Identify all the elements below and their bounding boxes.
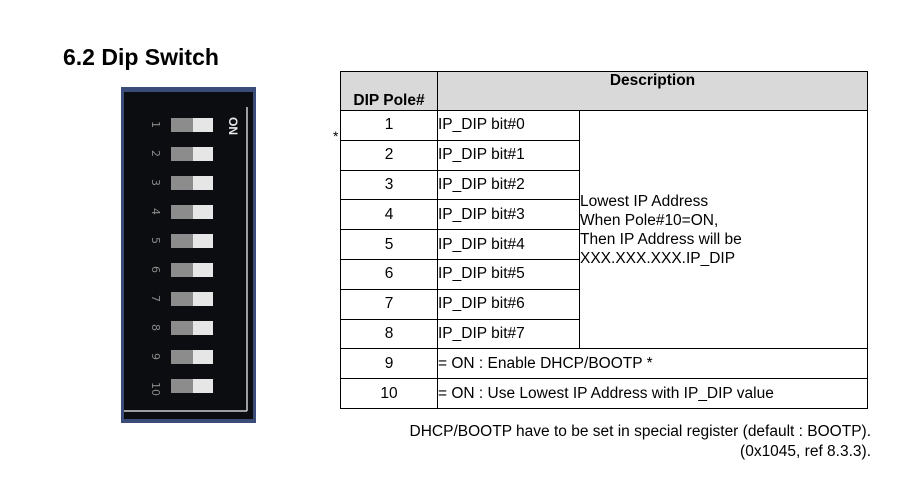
pole-number: 10: [340, 378, 438, 409]
asterisk-mark: *: [333, 128, 339, 144]
footnote-line-2: (0x1045, ref 8.3.3).: [740, 443, 871, 460]
pole-number: 9: [340, 348, 438, 380]
dip-pole-slider: [193, 292, 213, 306]
dip-switch-image: ON 1 2 3 4 5 6 7 8 9 10: [121, 87, 256, 423]
table-row: 9= ON : Enable DHCP/BOOTP *: [340, 348, 868, 380]
pole-bit: IP_DIP bit#0: [437, 110, 580, 141]
header-description: Description: [437, 71, 868, 111]
pole-bit: IP_DIP bit#4: [437, 229, 580, 260]
pole-bit: IP_DIP bit#6: [437, 288, 580, 320]
dip-switch-graphic: ON 1 2 3 4 5 6 7 8 9 10: [121, 87, 256, 423]
dip-pole-slider: [193, 234, 213, 248]
dip-pole-number: 5: [149, 237, 162, 244]
dip-pole-number: 8: [149, 324, 162, 331]
dip-pole-slider: [193, 147, 213, 161]
dip-pole-number: 1: [149, 121, 162, 128]
dip-on-label: ON: [226, 117, 240, 135]
dip-pole-slider: [193, 176, 213, 190]
header-dip-pole: DIP Pole#: [340, 71, 438, 111]
pole-description: = ON : Enable DHCP/BOOTP *: [437, 348, 868, 380]
pole-number: 1: [340, 110, 438, 141]
pole-number: 3: [340, 169, 438, 201]
dip-pole-number: 2: [149, 150, 162, 157]
dip-pole-1: 1: [149, 118, 213, 132]
pole-bit: IP_DIP bit#7: [437, 318, 580, 350]
pole-number: 7: [340, 288, 438, 320]
pole-bit: IP_DIP bit#3: [437, 199, 580, 231]
dip-pole-slider: [193, 263, 213, 277]
section-title: 6.2 Dip Switch: [63, 44, 219, 70]
dip-pole-number: 9: [149, 353, 162, 360]
dip-pole-number: 6: [149, 266, 162, 273]
dip-pole-number: 3: [149, 179, 162, 186]
dip-pole-7: 7: [149, 292, 213, 306]
dip-pole-10: 10: [149, 379, 213, 396]
pole-number: 2: [340, 139, 438, 171]
footnote: DHCP/BOOTP have to be set in special reg…: [410, 422, 871, 462]
pole-number: 4: [340, 199, 438, 231]
pole-bit: IP_DIP bit#5: [437, 258, 580, 290]
pole-description: = ON : Use Lowest IP Address with IP_DIP…: [437, 378, 868, 409]
pole-bit: IP_DIP bit#2: [437, 169, 580, 201]
footnote-line-1: DHCP/BOOTP have to be set in special reg…: [409, 423, 871, 440]
dip-pole-number: 10: [149, 382, 162, 396]
pole-number: 5: [340, 229, 438, 260]
pole-number: 8: [340, 318, 438, 350]
ip-dip-note-line: When Pole#10=ON,: [580, 211, 719, 229]
dip-pole-9: 9: [149, 350, 213, 364]
dip-pole-5: 5: [149, 234, 213, 248]
dip-pole-number: 7: [149, 295, 162, 302]
ip-dip-note-line: Lowest IP Address: [580, 192, 709, 210]
dip-pole-8: 8: [149, 321, 213, 335]
dip-pole-6: 6: [149, 263, 213, 277]
dip-pole-2: 2: [149, 147, 213, 161]
dip-pole-4: 4: [149, 205, 213, 219]
dip-pole-slider: [193, 118, 213, 132]
dip-body: [124, 92, 253, 419]
dip-pole-number: 4: [149, 208, 162, 215]
dip-pole-slider: [193, 321, 213, 335]
pole-bit: IP_DIP bit#1: [437, 139, 580, 171]
dip-pole-slider: [193, 350, 213, 364]
dip-pole-slider: [193, 205, 213, 219]
dip-pole-slider: [193, 379, 213, 393]
dip-pole-3: 3: [149, 176, 213, 190]
pole-number: 6: [340, 258, 438, 290]
table-row: 10= ON : Use Lowest IP Address with IP_D…: [340, 378, 868, 409]
table-header-row: DIP Pole# Description: [340, 71, 868, 111]
ip-dip-note-line: Then IP Address will be: [580, 230, 742, 248]
ip-dip-note-line: XXX.XXX.XXX.IP_DIP: [580, 249, 736, 267]
